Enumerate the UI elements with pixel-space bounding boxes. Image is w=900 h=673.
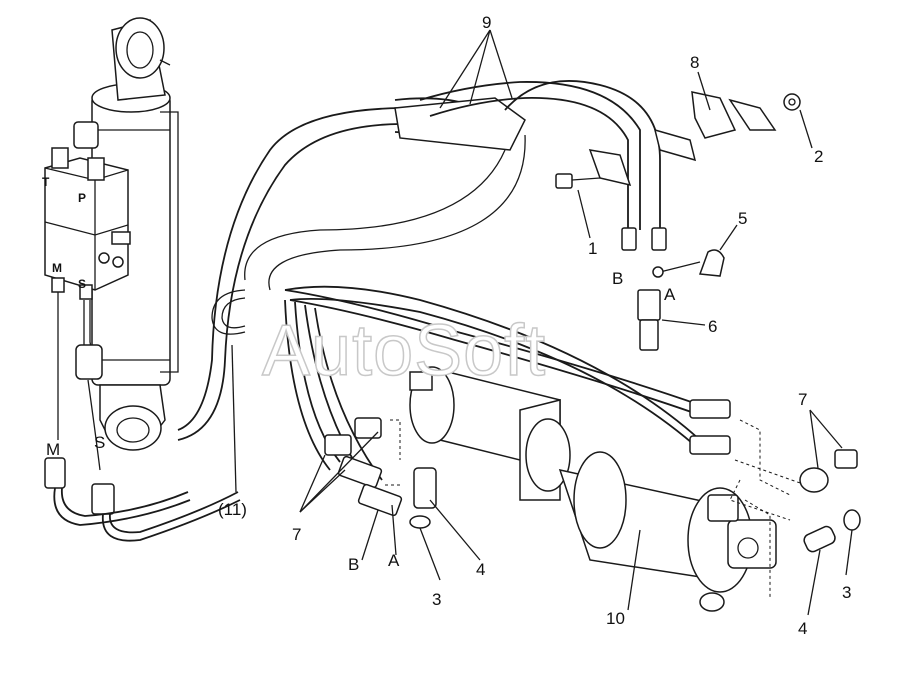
callout-11: (11) [218,500,247,519]
cap-5 [652,249,725,278]
callout-6: 6 [708,317,717,336]
callout-a-bottom: A [388,551,400,570]
callout-4-left: 4 [476,560,485,579]
callout-m: M [46,440,60,459]
callout-3-left: 3 [432,590,441,609]
hose-clip-11 [211,289,246,493]
fittings-7-right [799,449,858,493]
callout-a-top: A [664,285,676,304]
nut-2 [783,93,801,111]
callout-10: 10 [606,609,625,628]
ring-3-left [409,515,431,529]
callout-2: 2 [814,147,823,166]
callout-5: 5 [738,209,747,228]
callout-b-bottom: B [348,555,359,574]
callout-9: 9 [482,13,491,32]
cylinder-feed-hoses [284,285,731,517]
clamp-8 [653,91,777,162]
control-valve-block: T P M S [42,121,131,300]
port-label-t: T [42,175,50,189]
pin-4-right [803,525,836,553]
callout-3-right: 3 [842,583,851,602]
callout-s: S [94,433,105,452]
port-label-p: P [78,191,86,205]
valve-pipes [57,292,103,471]
callout-b-top: B [612,269,623,288]
sensor-6 [637,289,661,351]
callout-7-left: 7 [292,525,301,544]
callout-1: 1 [588,239,597,258]
callout-8: 8 [690,53,699,72]
hose-pair-m-s [44,457,241,542]
right-hydraulic-cylinder [409,366,777,612]
leader-lines [159,29,853,616]
pin-4-left [413,467,437,509]
watermark-logo: AutoSoft [262,311,546,391]
dashed-assembly-lines [385,419,821,598]
callout-4-right: 4 [798,619,807,638]
bolt-1-and-clamp [555,149,632,189]
port-label-m: M [52,261,62,275]
port-label-s: S [78,277,86,291]
ring-3-right [843,509,861,531]
callout-7-right: 7 [798,390,807,409]
